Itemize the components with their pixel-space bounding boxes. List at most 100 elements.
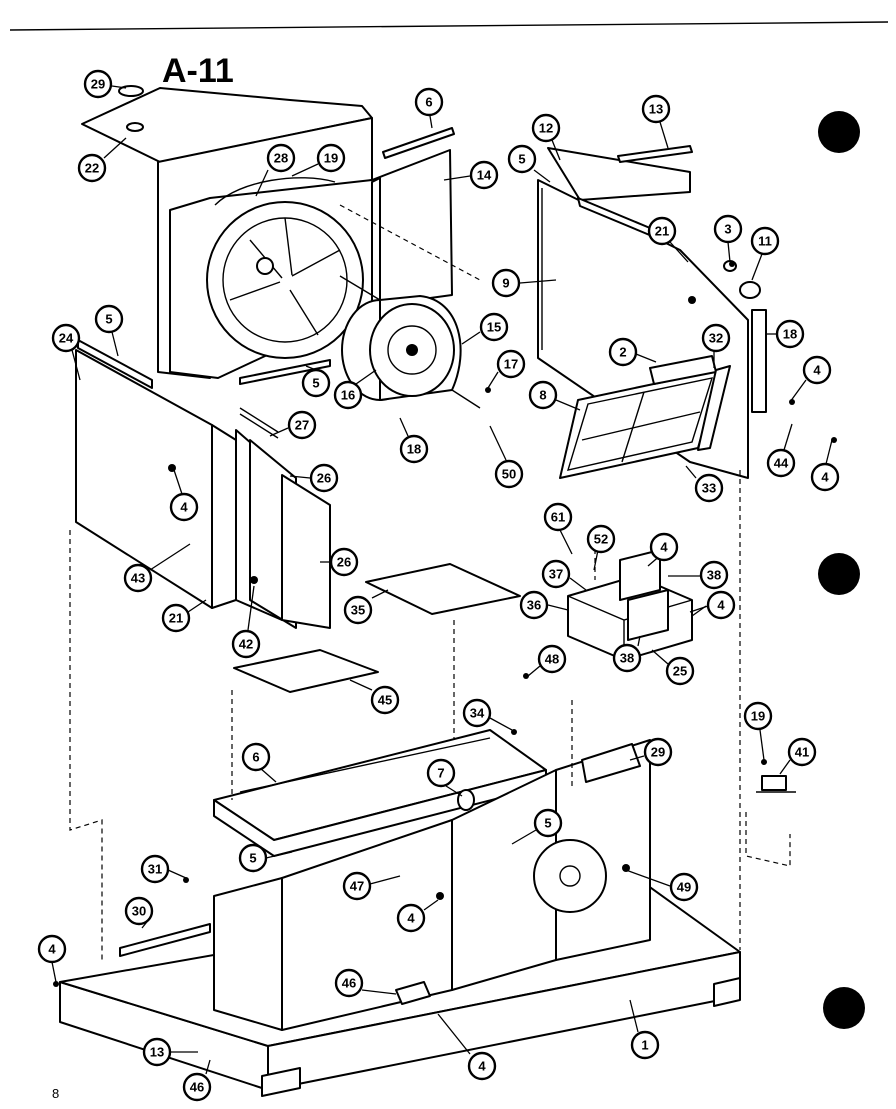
callout-32: 32 (701, 323, 731, 368)
callout-4-chassis-bottom: 4 (437, 1013, 497, 1081)
svg-text:5: 5 (312, 376, 319, 391)
svg-text:27: 27 (295, 418, 309, 433)
binder-hole-top (818, 111, 860, 153)
svg-text:5: 5 (544, 816, 551, 831)
svg-text:38: 38 (620, 651, 634, 666)
svg-text:4: 4 (813, 363, 821, 378)
svg-text:44: 44 (774, 456, 789, 471)
svg-text:29: 29 (91, 77, 105, 92)
svg-text:35: 35 (351, 603, 365, 618)
callout-33: 33 (685, 465, 724, 503)
callout-18-middle: 18 (399, 417, 429, 464)
callout-21-top: 21 (647, 216, 689, 263)
assembly-line-left (69, 530, 103, 960)
screw-icon (622, 864, 630, 872)
callout-34: 34 (462, 698, 513, 731)
callout-17: 17 (487, 349, 526, 389)
callout-12: 12 (531, 113, 561, 161)
svg-text:49: 49 (677, 880, 691, 895)
svg-text:18: 18 (783, 327, 797, 342)
callout-37: 37 (541, 559, 587, 591)
svg-text:33: 33 (702, 481, 716, 496)
svg-text:37: 37 (549, 567, 563, 582)
svg-text:32: 32 (709, 331, 723, 346)
callout-4-left: 4 (169, 469, 199, 522)
svg-text:26: 26 (337, 555, 351, 570)
svg-text:61: 61 (551, 510, 565, 525)
capacitor-41 (756, 775, 796, 793)
svg-text:4: 4 (180, 500, 188, 515)
callout-29-top: 29 (83, 69, 127, 99)
svg-text:24: 24 (59, 331, 74, 346)
svg-text:2: 2 (619, 345, 626, 360)
callout-38-bottom: 38 (612, 635, 642, 673)
callout-11: 11 (750, 226, 780, 281)
callout-9: 9 (491, 268, 557, 298)
callout-19-bottom: 19 (743, 701, 773, 761)
callout-4-chassis-left: 4 (37, 934, 67, 983)
callout-18-right: 18 (766, 319, 805, 349)
svg-text:6: 6 (425, 95, 432, 110)
callout-26-lower: 26 (320, 547, 359, 577)
callout-35: 35 (343, 589, 389, 625)
blower-motor-assembly (339, 275, 481, 409)
callout-42: 42 (231, 585, 261, 659)
callout-5-left: 5 (94, 304, 124, 357)
svg-text:47: 47 (350, 879, 364, 894)
svg-text:13: 13 (150, 1045, 164, 1060)
callout-13-bottom: 13 (142, 1037, 198, 1067)
svg-text:19: 19 (751, 709, 765, 724)
svg-text:11: 11 (758, 234, 772, 249)
callout-26-upper: 26 (289, 463, 339, 493)
svg-text:13: 13 (649, 102, 663, 117)
svg-text:15: 15 (487, 320, 501, 335)
callout-28-fan: 28 (255, 143, 296, 197)
callout-6-top: 6 (414, 87, 444, 129)
svg-text:38: 38 (707, 568, 721, 583)
svg-text:16: 16 (341, 388, 355, 403)
callout-46-bottom: 46 (182, 1059, 212, 1102)
callout-5-middle: 5 (301, 365, 331, 398)
svg-text:17: 17 (504, 357, 518, 372)
svg-text:52: 52 (594, 532, 608, 547)
callout-5-right: 5 (507, 144, 551, 183)
svg-text:45: 45 (378, 693, 392, 708)
screw-icon (831, 437, 837, 443)
svg-text:41: 41 (795, 745, 809, 760)
callout-4-mid: 4 (647, 532, 679, 567)
callout-8: 8 (528, 380, 581, 411)
svg-text:3: 3 (724, 222, 731, 237)
svg-text:4: 4 (660, 540, 668, 555)
callout-4-box: 4 (689, 590, 736, 620)
screw-icon (436, 892, 444, 900)
callout-30: 30 (124, 896, 154, 929)
svg-text:9: 9 (502, 276, 509, 291)
callout-4-right-bottom: 4 (810, 439, 840, 492)
binder-hole-bottom (823, 987, 865, 1029)
svg-text:4: 4 (48, 942, 56, 957)
callout-36: 36 (519, 590, 569, 620)
svg-text:14: 14 (477, 168, 492, 183)
callout-1: 1 (629, 999, 660, 1060)
top-cover-plate (81, 85, 373, 163)
callout-7: 7 (426, 758, 463, 797)
svg-text:4: 4 (717, 598, 725, 613)
svg-text:8: 8 (539, 388, 546, 403)
svg-text:22: 22 (85, 161, 99, 176)
callout-46-chassis: 46 (334, 968, 397, 998)
callout-29-bottom: 29 (629, 737, 673, 767)
bottom-chassis (59, 739, 741, 1097)
baffle-35 (365, 563, 521, 615)
screw-icon (183, 877, 189, 883)
fan-shroud (157, 117, 453, 379)
callout-4-box-lower: 4 (691, 605, 707, 617)
svg-text:1: 1 (641, 1038, 648, 1053)
svg-text:21: 21 (169, 611, 183, 626)
callout-6-tray: 6 (241, 742, 277, 783)
page-number: 8 (52, 1086, 59, 1101)
callout-61: 61 (543, 502, 573, 555)
callout-49: 49 (625, 869, 699, 902)
callout-38-top: 38 (668, 560, 729, 590)
svg-text:30: 30 (132, 904, 146, 919)
